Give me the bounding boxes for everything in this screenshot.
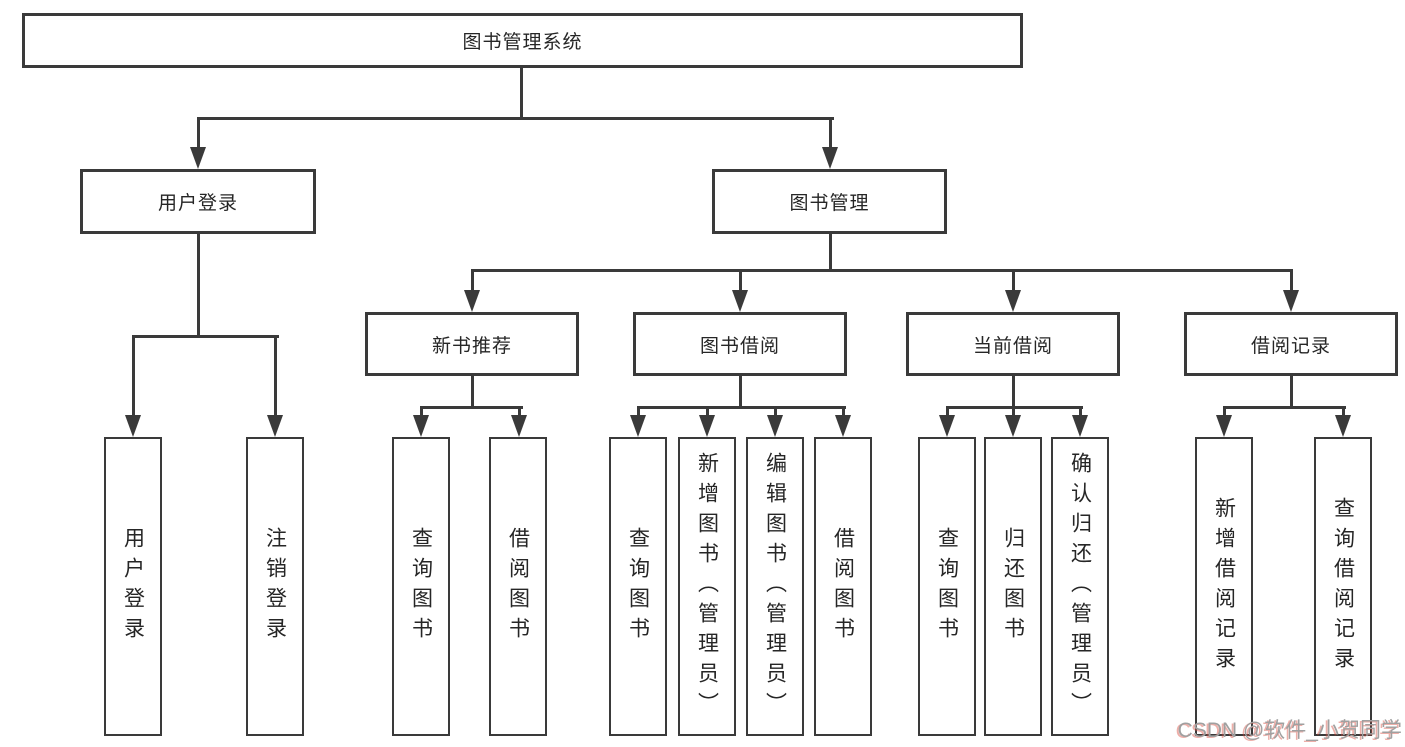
connector-line <box>196 234 200 336</box>
connector-line <box>131 334 279 338</box>
connector-line <box>945 406 949 417</box>
connector-arrow <box>1335 415 1351 437</box>
node-label: 借阅记录 <box>1250 335 1331 357</box>
leaf-logout: 注销登录 <box>246 437 304 736</box>
connector-line <box>196 116 834 120</box>
connector-line <box>470 269 474 292</box>
connector-arrow <box>630 415 646 437</box>
leaf-edit-books-admin: 编辑图书（管理员） <box>746 437 804 736</box>
leaf-borrow-books-recommend: 借阅图书 <box>489 437 547 736</box>
node-label: 图书借阅 <box>699 335 780 357</box>
csdn-watermark: CSDN @软件_小贺同学 <box>1177 719 1402 742</box>
leaf-query-borrow-record: 查询借阅记录 <box>1314 437 1372 736</box>
connector-line <box>1011 406 1015 417</box>
node-new-book-recommend: 新书推荐 <box>365 312 579 376</box>
connector-arrow <box>1005 290 1021 312</box>
connector-line <box>519 68 523 118</box>
leaf-user-login: 用户登录 <box>104 437 162 736</box>
leaf-return-books: 归还图书 <box>984 437 1042 736</box>
connector-arrow <box>511 415 527 437</box>
leaf-label: 归还图书 <box>1001 526 1025 647</box>
node-current-borrow: 当前借阅 <box>906 312 1120 376</box>
leaf-label: 借阅图书 <box>506 526 530 647</box>
connector-line <box>131 335 135 417</box>
connector-arrow <box>939 415 955 437</box>
leaf-label: 编辑图书（管理员） <box>763 451 787 722</box>
connector-line <box>636 405 846 409</box>
node-label: 当前借阅 <box>972 335 1053 357</box>
connector-line <box>419 406 423 417</box>
connector-arrow <box>1072 415 1088 437</box>
connector-line <box>738 269 742 292</box>
connector-line <box>1222 406 1226 417</box>
leaf-label: 查询图书 <box>409 526 433 647</box>
connector-line <box>1341 406 1345 417</box>
connector-line <box>470 376 474 407</box>
leaf-label: 确认归还（管理员） <box>1068 451 1092 722</box>
leaf-label: 查询图书 <box>626 526 650 647</box>
leaf-query-books-borrow: 查询图书 <box>609 437 667 736</box>
connector-line <box>1289 269 1293 292</box>
leaf-query-books-recommend: 查询图书 <box>392 437 450 736</box>
connector-arrow <box>413 415 429 437</box>
leaf-query-books-current: 查询图书 <box>918 437 976 736</box>
node-label: 用户登录 <box>157 193 238 214</box>
connector-arrow <box>1283 290 1299 312</box>
node-label: 新书推荐 <box>431 335 512 357</box>
connector-line <box>773 406 777 417</box>
node-book-borrow: 图书借阅 <box>633 312 847 376</box>
connector-line <box>841 406 845 417</box>
connector-arrow <box>1005 415 1021 437</box>
node-library-management-system: 图书管理系统 <box>22 13 1023 68</box>
leaf-label: 用户登录 <box>121 526 145 647</box>
node-user-login: 用户登录 <box>80 169 316 234</box>
leaf-add-books-admin: 新增图书（管理员） <box>678 437 736 736</box>
node-book-management: 图书管理 <box>712 169 947 234</box>
connector-arrow <box>822 147 838 169</box>
connector-arrow <box>767 415 783 437</box>
leaf-label: 查询借阅记录 <box>1331 496 1355 677</box>
node-label: 图书管理 <box>789 193 870 214</box>
connector-arrow <box>835 415 851 437</box>
connector-line <box>705 406 709 417</box>
connector-arrow <box>464 290 480 312</box>
connector-line <box>1078 406 1082 417</box>
node-label: 图书管理系统 <box>462 32 583 53</box>
connector-arrow <box>190 147 206 169</box>
connector-arrow <box>699 415 715 437</box>
leaf-label: 新增借阅记录 <box>1212 496 1236 677</box>
connector-line <box>419 405 523 409</box>
connector-line <box>828 234 832 270</box>
leaf-label: 新增图书（管理员） <box>695 451 719 722</box>
connector-line <box>1011 269 1015 292</box>
connector-arrow <box>125 415 141 437</box>
leaf-label: 注销登录 <box>263 526 287 647</box>
connector-line <box>1289 376 1293 407</box>
connector-line <box>1222 405 1346 409</box>
connector-line <box>636 406 640 417</box>
leaf-borrow-books: 借阅图书 <box>814 437 872 736</box>
connector-line <box>196 117 200 149</box>
connector-line <box>470 268 1293 272</box>
leaf-label: 查询图书 <box>935 526 959 647</box>
leaf-confirm-return-admin: 确认归还（管理员） <box>1051 437 1109 736</box>
node-borrow-records: 借阅记录 <box>1184 312 1398 376</box>
connector-arrow <box>267 415 283 437</box>
connector-line <box>517 406 521 417</box>
connector-line <box>1011 376 1015 407</box>
leaf-label: 借阅图书 <box>831 526 855 647</box>
connector-line <box>738 376 742 407</box>
connector-arrow <box>732 290 748 312</box>
connector-line <box>273 335 277 417</box>
leaf-add-borrow-record: 新增借阅记录 <box>1195 437 1253 736</box>
connector-arrow <box>1216 415 1232 437</box>
connector-line <box>828 117 832 149</box>
